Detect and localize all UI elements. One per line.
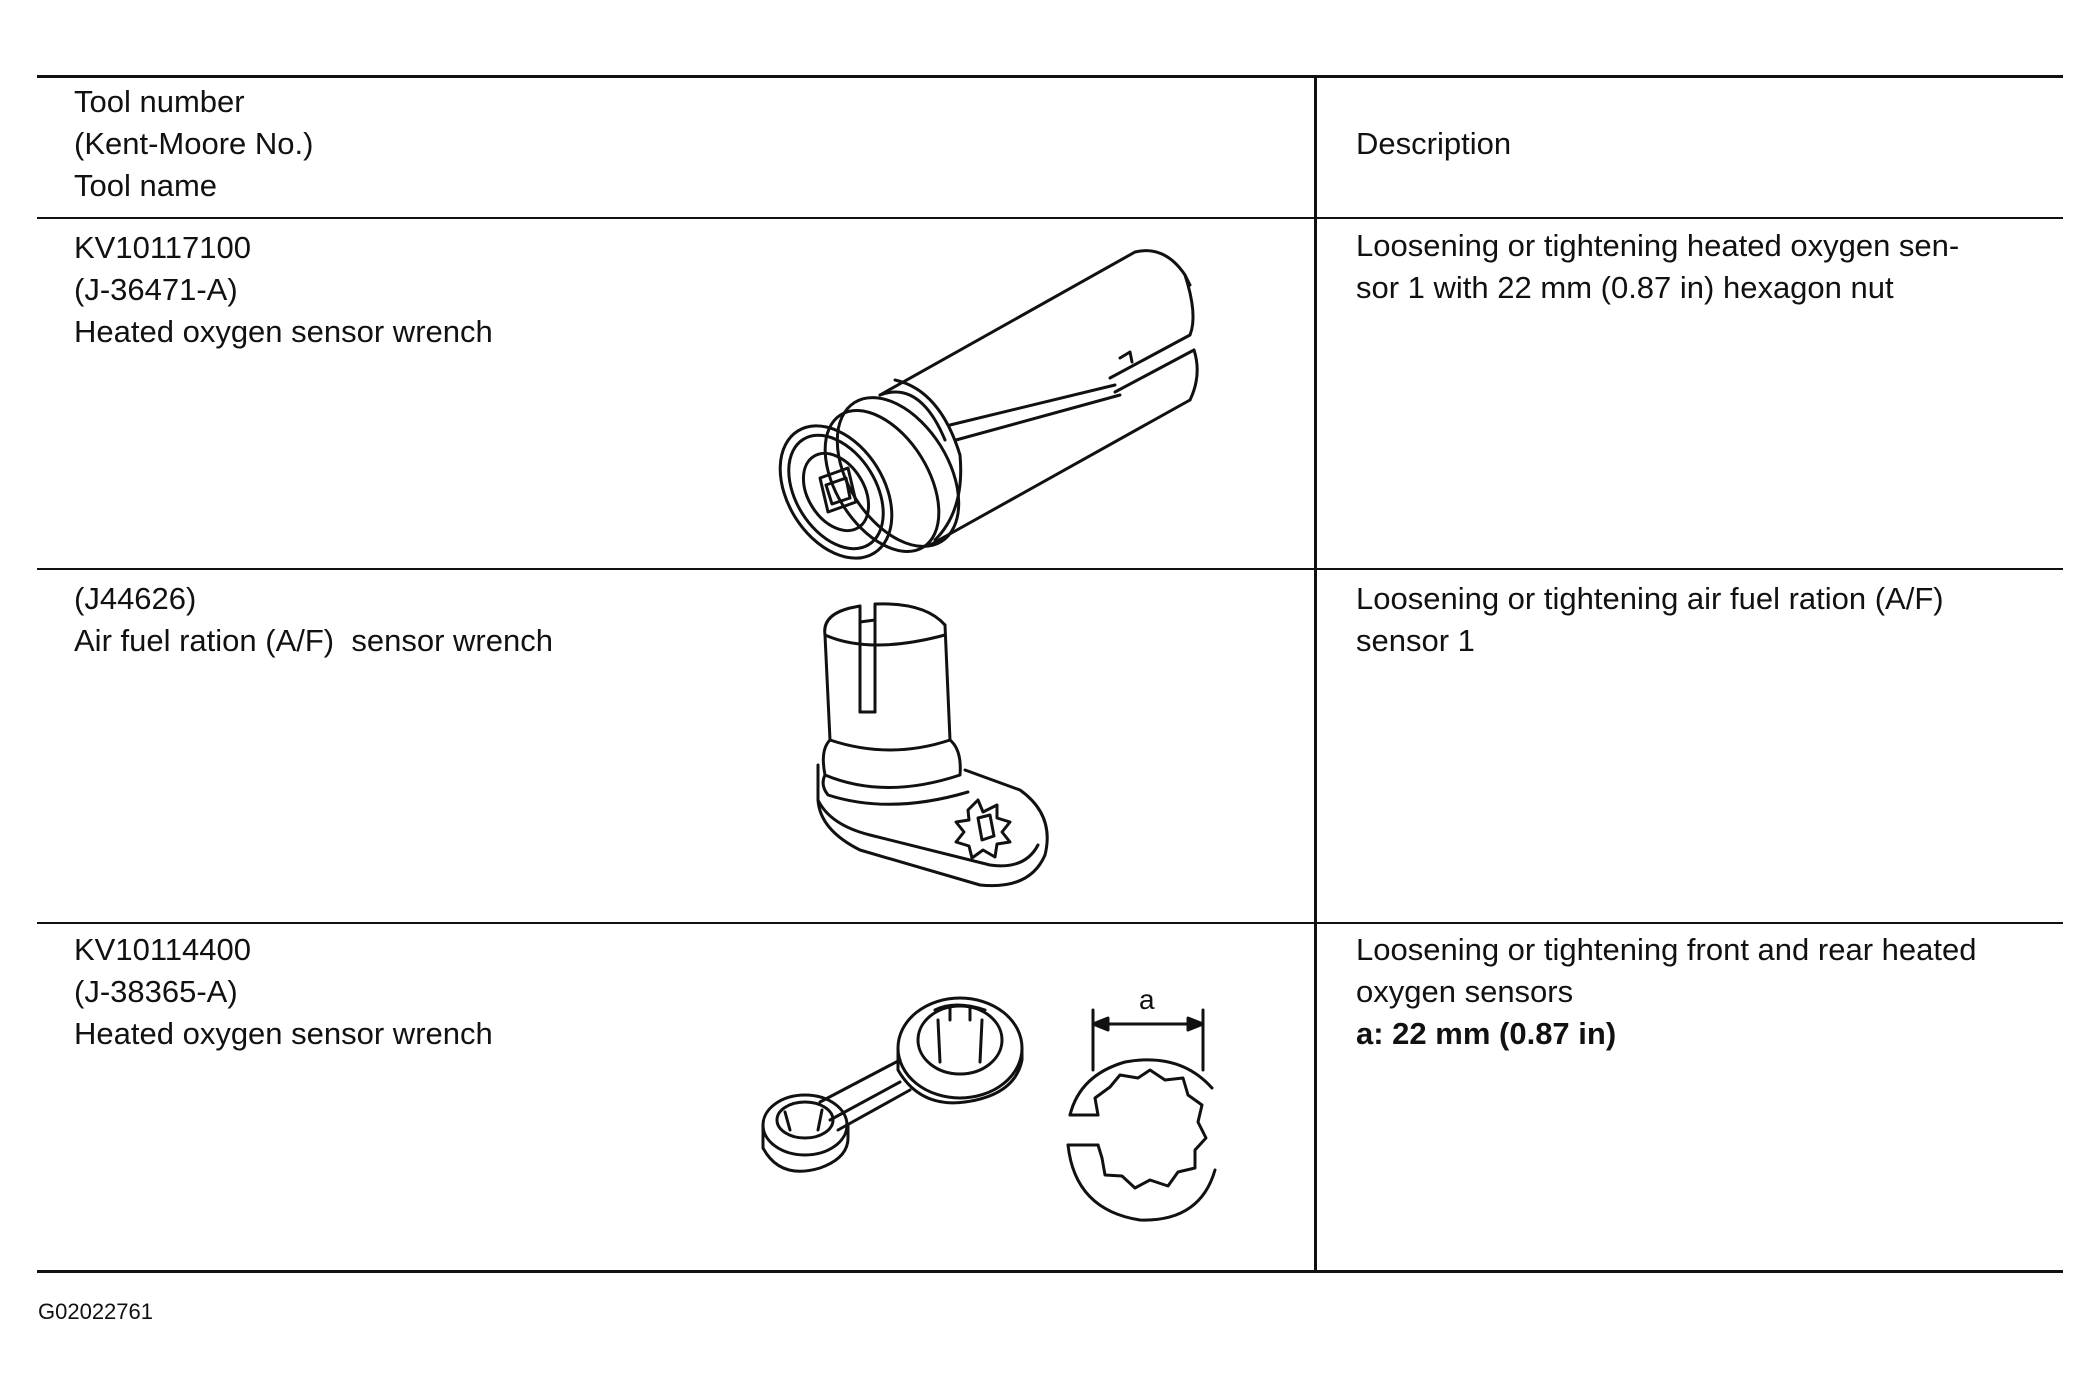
row1-bottom-rule: [37, 568, 2063, 570]
row3-tool-number: KV10114400: [74, 932, 251, 967]
row1-tool-info: KV10117100 (J-36471-A) Heated oxygen sen…: [74, 227, 493, 353]
header-kent-moore: (Kent-Moore No.): [74, 126, 314, 161]
row3-description-spec: a: 22 mm (0.87 in): [1356, 1016, 1617, 1051]
row1-description-line1: Loosening or tightening heated oxygen se…: [1356, 228, 1960, 263]
row2-kent-moore: (J44626): [74, 581, 197, 616]
row3-tool-info: KV10114400 (J-38365-A) Heated oxygen sen…: [74, 929, 493, 1055]
figure-code: G02022761: [38, 1299, 153, 1324]
row3-kent-moore: (J-38365-A): [74, 974, 238, 1009]
header-tool-name: Tool name: [74, 168, 218, 203]
table-bottom-rule: [37, 1270, 2063, 1273]
header-description: Description: [1356, 126, 1512, 161]
dimension-label: a: [1139, 984, 1155, 1015]
row1-tool-number: KV10117100: [74, 230, 251, 265]
row2-tool-info: (J44626) Air fuel ration (A/F) sensor wr…: [74, 578, 553, 662]
row2-description-line2: sensor 1: [1356, 623, 1475, 658]
column-divider: [1314, 75, 1317, 1273]
header-tool-number: Tool number: [74, 84, 245, 119]
row1-description-line2: sor 1 with 22 mm (0.87 in) hexagon nut: [1356, 270, 1894, 305]
wrench-opening-detail-icon: [1066, 1008, 1217, 1222]
row2-bottom-rule: [37, 922, 2063, 924]
flare-nut-wrench-icon: [761, 996, 1024, 1173]
row3-description-line1: Loosening or tightening front and rear h…: [1356, 932, 1977, 967]
row1-tool-name: Heated oxygen sensor wrench: [74, 314, 493, 349]
row3-description: Loosening or tightening front and rear h…: [1356, 929, 2076, 1055]
row2-description: Loosening or tightening air fuel ration …: [1356, 578, 2076, 662]
header-tool-column: Tool number (Kent-Moore No.) Tool name: [74, 81, 313, 207]
header-bottom-rule: [37, 217, 2063, 219]
table-top-rule: [37, 75, 2063, 78]
row1-kent-moore: (J-36471-A): [74, 272, 238, 307]
row2-description-line1: Loosening or tightening air fuel ration …: [1356, 581, 1944, 616]
row3-tool-name: Heated oxygen sensor wrench: [74, 1016, 493, 1051]
row1-description: Loosening or tightening heated oxygen se…: [1356, 225, 2076, 309]
row2-tool-name: Air fuel ration (A/F) sensor wrench: [74, 623, 553, 658]
row3-description-line2: oxygen sensors: [1356, 974, 1574, 1009]
offset-sensor-wrench-icon: [816, 602, 1049, 888]
socket-wrench-icon: [778, 249, 1199, 560]
